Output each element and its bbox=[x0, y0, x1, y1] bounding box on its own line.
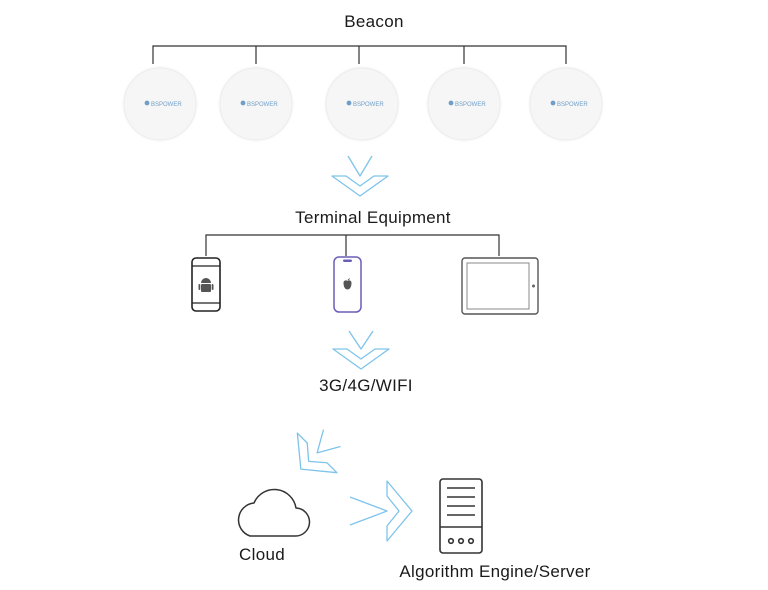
beacon-device: BSPOWER bbox=[529, 67, 603, 141]
tablet bbox=[461, 257, 539, 315]
beacon-brand-text: BSPOWER bbox=[247, 102, 278, 108]
beacon-label: Beacon bbox=[344, 12, 404, 31]
terminal-connector bbox=[205, 234, 500, 256]
tablet-icon bbox=[532, 284, 535, 288]
beacon-brand-text: BSPOWER bbox=[151, 102, 182, 108]
beacon-device: BSPOWER bbox=[427, 67, 501, 141]
bspower-logo-icon: BSPOWER bbox=[144, 100, 182, 108]
beacon-brand-text: BSPOWER bbox=[455, 102, 486, 108]
network-label: 3G/4G/WIFI bbox=[319, 376, 413, 395]
bspower-logo-icon: BSPOWER bbox=[240, 100, 278, 108]
server-icon bbox=[439, 478, 483, 554]
server-label: Algorithm Engine/Server bbox=[399, 562, 591, 581]
beacon-device: BSPOWER bbox=[325, 67, 399, 141]
beacon-device: BSPOWER bbox=[219, 67, 293, 141]
down-arrow-icon bbox=[331, 155, 389, 197]
terminal-equipment-label: Terminal Equipment bbox=[295, 208, 451, 227]
bspower-logo-icon: BSPOWER bbox=[346, 100, 384, 108]
beacon-connector bbox=[152, 45, 567, 64]
android-icon bbox=[198, 278, 214, 292]
bspower-logo-icon: BSPOWER bbox=[550, 100, 588, 108]
beacon-brand-text: BSPOWER bbox=[353, 102, 384, 108]
android-phone bbox=[191, 257, 221, 312]
beacon-brand-text: BSPOWER bbox=[557, 102, 588, 108]
down-left-arrow-icon bbox=[296, 429, 341, 474]
iphone bbox=[333, 256, 362, 313]
apple-icon bbox=[343, 278, 352, 290]
cloud-icon bbox=[237, 488, 311, 537]
bspower-logo-icon: BSPOWER bbox=[448, 100, 486, 108]
cloud-label: Cloud bbox=[239, 545, 285, 564]
down-arrow-icon bbox=[332, 330, 390, 370]
right-arrow-icon bbox=[349, 480, 413, 542]
beacon-device: BSPOWER bbox=[123, 67, 197, 141]
